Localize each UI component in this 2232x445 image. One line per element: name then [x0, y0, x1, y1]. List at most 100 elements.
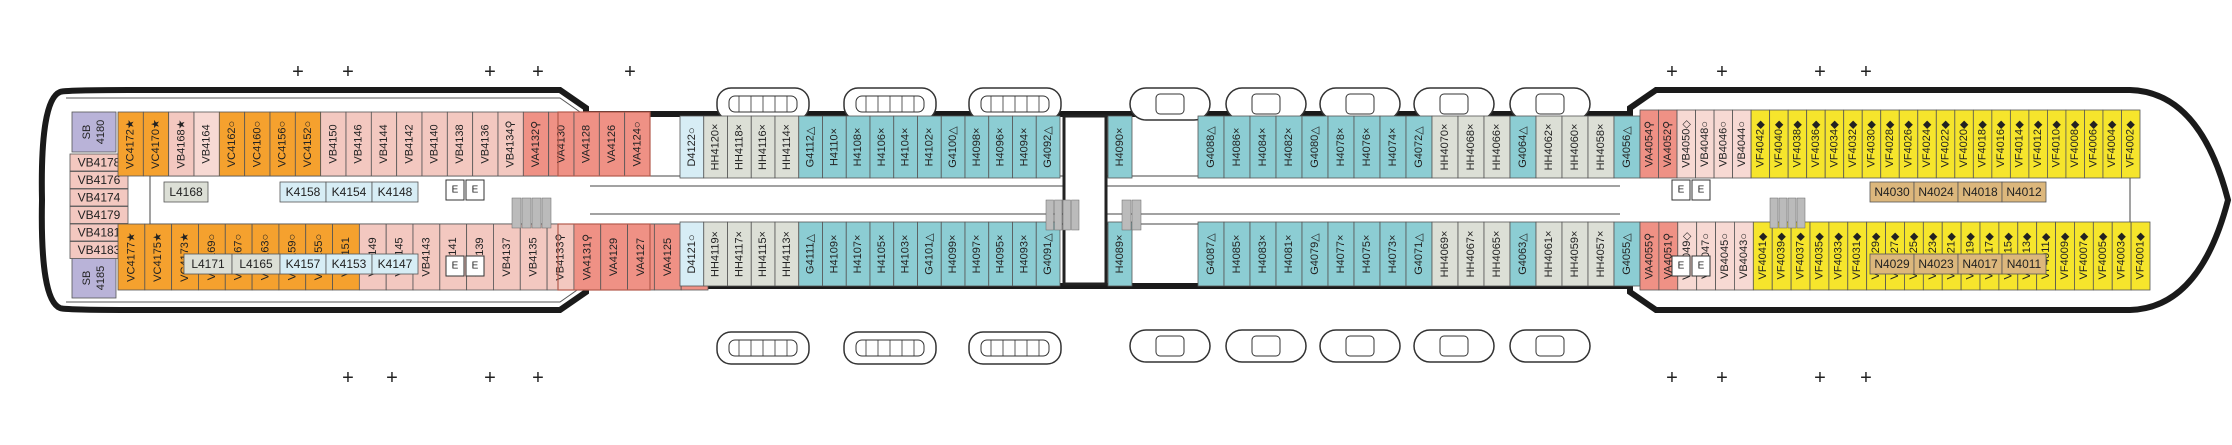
cabin-label: VB4150 [327, 124, 339, 163]
cabin-box [1327, 221, 1355, 287]
cabin-box [1197, 221, 1225, 287]
cabin-box [142, 111, 170, 177]
cabin: HH4067× [1457, 221, 1485, 287]
tender-cabin [1345, 335, 1375, 357]
cabin-box [1353, 221, 1381, 287]
cabin-label: HH4117× [733, 231, 745, 277]
cabin-label: SB [81, 125, 93, 140]
cabin-label: N4011 [2007, 257, 2042, 271]
cabin: VF4034◆ [1824, 109, 1845, 179]
cabin-label: VB4179 [78, 208, 121, 222]
tender [1413, 87, 1495, 121]
lifeboat [843, 87, 937, 121]
cabin-label: VF4016◆ [1995, 120, 2007, 168]
cabin: VF4028◆ [1880, 109, 1900, 179]
cabin-label: VF4001◆ [2135, 232, 2147, 280]
elevator-box [1671, 255, 1691, 277]
stair-step [1054, 199, 1063, 231]
elevator-label: E [472, 261, 479, 272]
cabin-box [1249, 221, 1277, 287]
cabin-box [1035, 115, 1061, 179]
cabin: VA4124○ [624, 111, 651, 177]
cabin-box [653, 223, 682, 291]
cabin: H4075× [1353, 221, 1381, 287]
stairs [511, 197, 552, 229]
cabin: G4087△ [1197, 221, 1225, 287]
cabin: VF4022◆ [1935, 109, 1956, 179]
cabin-box [1301, 221, 1329, 287]
cabin-label: VB4046○ [1717, 121, 1729, 167]
cabin-label: K4157 [286, 257, 321, 271]
cabin-box [493, 223, 521, 291]
cabin-label: H4076× [1361, 128, 1373, 167]
cabin: VB4144 [370, 111, 398, 177]
cabin-label: HH4065× [1491, 231, 1503, 278]
cabin-label: VB4133⚲ [555, 233, 567, 280]
tender-hull [1319, 87, 1401, 121]
cabin-label: G4100△ [947, 126, 959, 168]
cabin-box [371, 253, 419, 275]
tender-cabin [1251, 335, 1281, 357]
cabin-label: H4075× [1361, 235, 1373, 274]
plus-marker: + [1814, 61, 1826, 83]
elevator-label: E [452, 185, 459, 196]
cabin-label: H4073× [1387, 235, 1399, 274]
cabin-label: G4112△ [805, 126, 817, 167]
cabin-label: H4110× [828, 128, 840, 166]
cabin: VB4146 [345, 111, 372, 177]
cabin: H4110× [822, 115, 847, 179]
cabin-label: D4122○ [686, 127, 698, 166]
cabin: VC4177★ [117, 223, 146, 291]
cabin: HH4116× [750, 115, 776, 179]
cabin-label: VF4014◆ [2014, 120, 2026, 168]
cabin-box [1535, 221, 1563, 287]
cabin-label: VF4012◆ [2032, 120, 2044, 168]
elevator-label: E [1678, 261, 1685, 272]
cabin-label: 4185 [95, 266, 107, 290]
cabin-box [1457, 115, 1485, 179]
cabin: G4079△ [1301, 221, 1329, 287]
cabin-label: H4108× [852, 128, 864, 167]
cabin: H4083× [1249, 221, 1277, 287]
cabin-box [396, 111, 423, 177]
elevator: E [445, 255, 465, 277]
cabin-label: VB4142 [403, 124, 415, 163]
cabin-label: N4024 [1918, 185, 1954, 199]
cabin: H4084× [1249, 115, 1277, 179]
cabin-label: HH4068× [1465, 124, 1477, 171]
cabin: G4088△ [1197, 115, 1225, 179]
tender-cabin [1155, 335, 1185, 357]
cabin: VF4038◆ [1787, 109, 1808, 179]
cabin-box [1509, 115, 1537, 179]
plus-marker: + [342, 61, 354, 83]
cabin-label: HH4057× [1595, 231, 1607, 278]
cabin-label: VA4131⚲ [581, 234, 593, 280]
cabin-label: H4103× [900, 235, 912, 274]
plus-marker: + [484, 367, 496, 389]
cabin: VB4137 [493, 223, 521, 291]
cabin: VA4128 [573, 111, 600, 177]
cabin: H4104× [893, 115, 918, 179]
lifeboat [968, 331, 1062, 365]
cabin: K4147 [371, 253, 419, 275]
plus-marker: + [386, 367, 398, 389]
cabin: H4102× [917, 115, 942, 179]
cabin-box [1405, 221, 1433, 287]
cabin: H4074× [1379, 115, 1407, 179]
cabin-label: VB4135 [528, 237, 540, 276]
cabin-label: VF4032◆ [1847, 120, 1859, 168]
cabin-label: H4107× [852, 235, 864, 274]
cabin-label: VB4134⚲ [505, 120, 517, 167]
cabin-box [69, 171, 129, 189]
cabin-box [320, 111, 347, 177]
cabin-label: VB4044○ [1736, 121, 1748, 167]
cabin-box [1535, 115, 1563, 179]
cabin: VF4036◆ [1806, 109, 1826, 179]
cabin: VF4012◆ [2028, 109, 2048, 179]
tender [1129, 87, 1211, 121]
stair-step [1071, 199, 1080, 231]
cabin-label: G4087△ [1205, 233, 1217, 275]
cabin-label: G4079△ [1309, 233, 1321, 275]
cabin-label: VF4020◆ [1958, 120, 1970, 168]
